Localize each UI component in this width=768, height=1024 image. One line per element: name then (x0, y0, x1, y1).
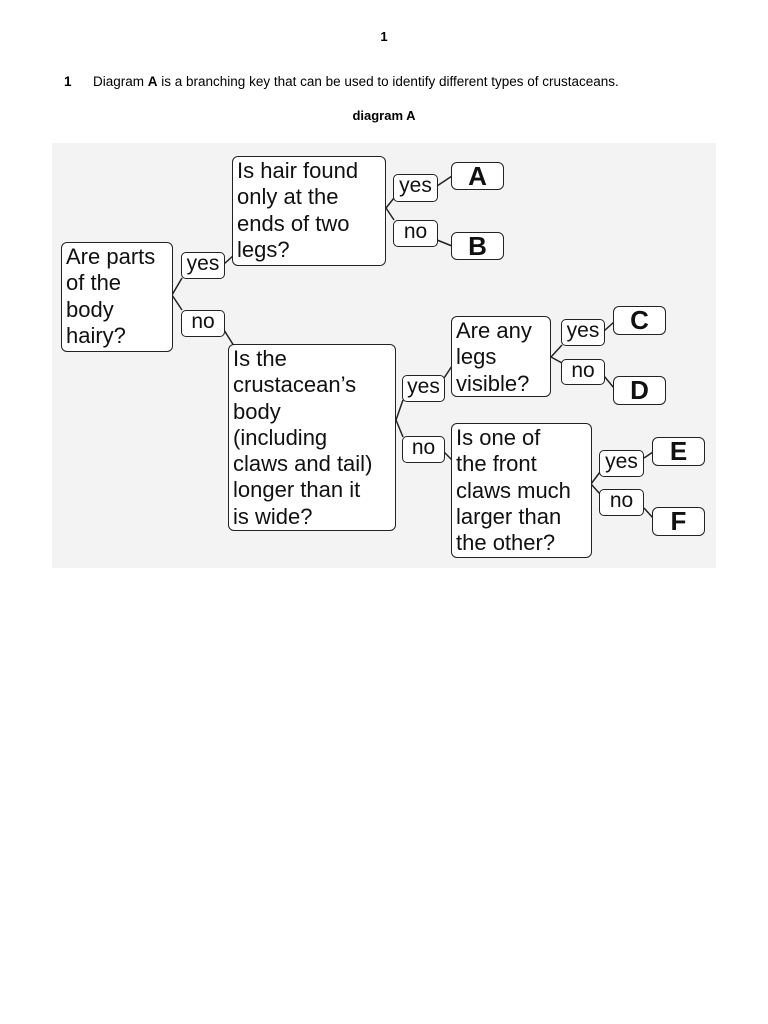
result-box-d: D (613, 376, 666, 405)
answer-label-q3-yes: yes (402, 375, 445, 402)
branch-q3-no (395, 419, 404, 438)
branch-q2-yes-to-A (436, 175, 453, 187)
branch-q4-no-to-D (603, 375, 615, 389)
answer-label-q5-no: no (599, 489, 644, 516)
branch-q3-no-to-q5 (443, 451, 453, 461)
question-box-legs-visible: Are any legs visible? (451, 316, 551, 397)
answer-label-q3-no: no (402, 436, 445, 463)
branch-q4-yes (550, 344, 563, 358)
question-text-bold: A (147, 74, 158, 89)
branch-q3-yes (395, 399, 404, 421)
answer-label-q5-yes: yes (599, 450, 644, 477)
answer-label-q4-yes: yes (561, 319, 605, 346)
question-text-before: Diagram (93, 74, 148, 89)
question-box-hairy: Are parts of the body hairy? (61, 242, 173, 352)
branch-q1-no (171, 294, 183, 311)
branch-q5-no-to-F (643, 507, 654, 519)
result-box-c: C (613, 306, 666, 335)
result-box-a: A (451, 162, 504, 190)
question-text-after: is a branching key that can be used to i… (157, 74, 619, 89)
branch-q1-yes (171, 277, 183, 296)
question-box-front-claws: Is one of the front claws much larger th… (451, 423, 592, 558)
branch-q4-no (550, 356, 563, 364)
branch-q1-no-to-q3 (223, 329, 235, 347)
answer-label-q1-yes: yes (181, 252, 225, 279)
question-number: 1 (64, 74, 72, 89)
answer-label-q2-yes: yes (393, 174, 438, 202)
branch-q4-yes-to-C (603, 321, 615, 332)
branch-q2-no-to-B (436, 239, 453, 247)
answer-label-q1-no: no (181, 310, 225, 337)
diagram-title: diagram A (352, 108, 416, 123)
answer-label-q2-no: no (393, 220, 438, 247)
question-text: 1 Diagram A is a branching key that can b… (64, 74, 619, 89)
branch-q5-no (590, 483, 601, 495)
branch-q5-yes (590, 471, 601, 485)
branch-q5-yes-to-E (643, 451, 654, 459)
answer-label-q4-no: no (561, 359, 605, 385)
page-number: 1 (380, 29, 388, 44)
branch-q2-no (385, 207, 395, 221)
branch-q3-yes-to-q4 (443, 365, 453, 379)
result-box-b: B (451, 232, 504, 260)
result-box-f: F (652, 507, 705, 536)
question-box-body-length: Is the crustacean’s body (including claw… (228, 344, 396, 531)
branch-q2-yes (385, 197, 395, 209)
result-box-e: E (652, 437, 705, 466)
question-box-hair-location: Is hair found only at the ends of two le… (232, 156, 386, 266)
